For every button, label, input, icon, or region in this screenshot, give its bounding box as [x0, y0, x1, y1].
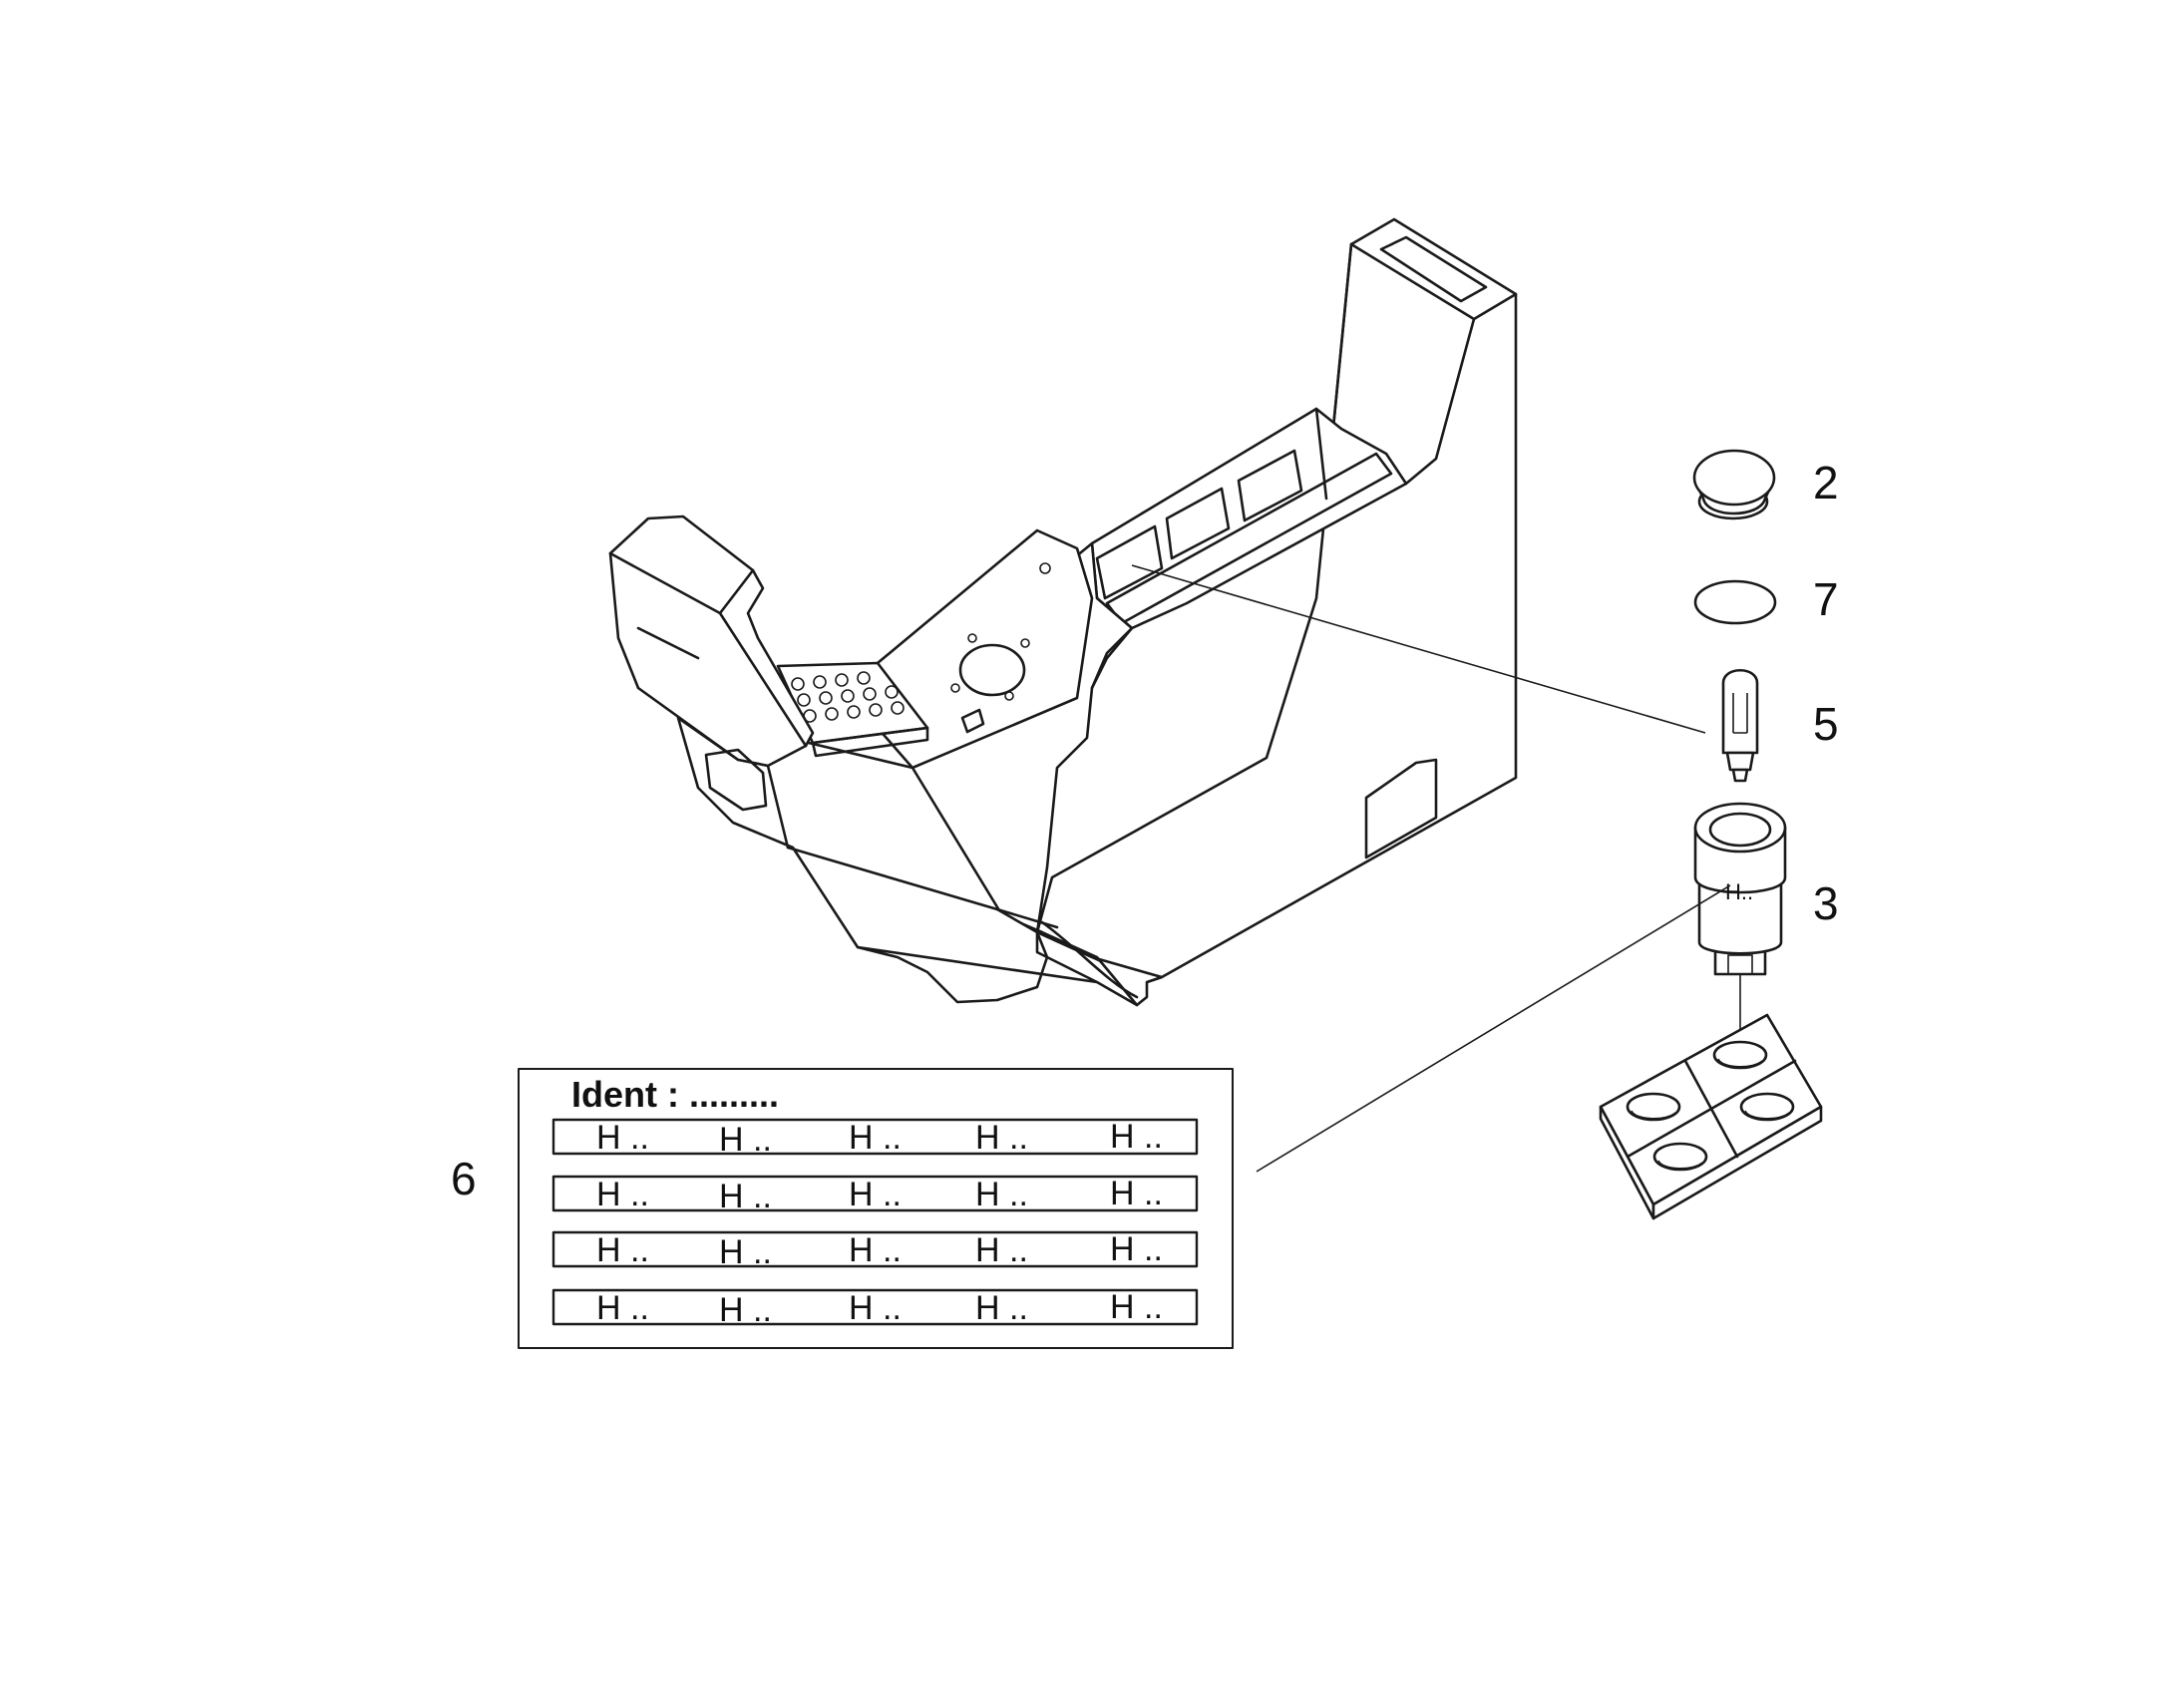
ident-cell: H .. [719, 1233, 772, 1271]
center-console [608, 217, 1518, 1007]
gauge-opening [958, 643, 1026, 697]
ident-cell: H .. [1110, 1288, 1163, 1326]
ident-cell: H .. [1110, 1230, 1163, 1268]
ident-cell: H .. [849, 1231, 902, 1269]
ident-row-2: H .. H .. H .. H .. H .. [551, 1175, 1199, 1215]
ident-row-1: H .. H .. H .. H .. H .. [551, 1118, 1199, 1159]
ident-cell: H .. [975, 1231, 1028, 1269]
ident-cell: H .. [849, 1176, 902, 1213]
ident-cell: H .. [1110, 1118, 1163, 1156]
ident-cell: H .. [975, 1176, 1028, 1213]
leader-lines [1131, 564, 1731, 1173]
ident-cell: H .. [719, 1121, 772, 1159]
ident-cell: H .. [596, 1231, 649, 1269]
callout-3: 3 [1813, 877, 1839, 929]
ident-row-3: H .. H .. H .. H .. H .. [551, 1230, 1199, 1271]
part-bulb [1721, 669, 1759, 783]
ident-cell: H .. [975, 1289, 1028, 1327]
shelf-slot-3 [1237, 449, 1303, 522]
ident-title: Ident : ......... [571, 1074, 779, 1115]
ident-cell: H .. [719, 1178, 772, 1215]
callout-7: 7 [1813, 573, 1839, 625]
ident-cell: H .. [849, 1289, 902, 1327]
part-o-ring [1693, 579, 1777, 625]
ident-row-4: H .. H .. H .. H .. H .. [551, 1288, 1199, 1329]
ident-cell: H .. [596, 1119, 649, 1157]
ident-cell: H .. [719, 1291, 772, 1329]
part-cap [1692, 449, 1776, 520]
callout-6: 6 [451, 1153, 477, 1204]
ident-cell: H .. [1110, 1175, 1163, 1212]
callout-5: 5 [1813, 698, 1839, 750]
plug-mark: H.. [1725, 879, 1753, 904]
callout-2: 2 [1813, 457, 1839, 509]
ident-cell: H .. [849, 1119, 902, 1157]
ident-cell: H .. [596, 1176, 649, 1213]
ident-cell: H .. [975, 1119, 1028, 1157]
part-plug: H.. [1693, 802, 1787, 1047]
ident-label: Ident : ......... H .. H .. H .. H .. H … [518, 1068, 1234, 1349]
perforation-grid [791, 671, 905, 723]
part-mounting-plate [1599, 1013, 1823, 1220]
ident-cell: H .. [596, 1289, 649, 1327]
shelf-slot-1 [1095, 524, 1164, 600]
shelf-slot-2 [1165, 487, 1231, 560]
